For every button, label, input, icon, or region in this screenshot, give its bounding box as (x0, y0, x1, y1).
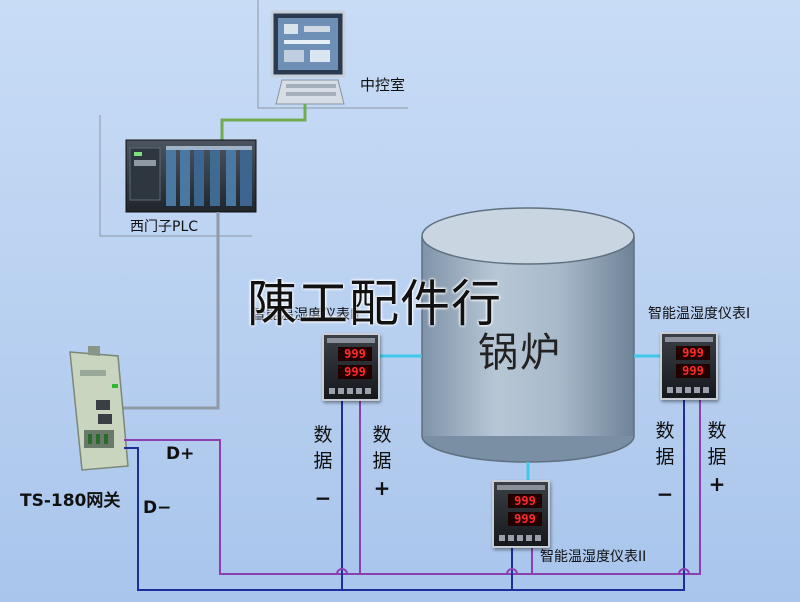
meter-bottom-display-2: 999 (508, 512, 542, 526)
data-minus-right-word: 数据 (655, 420, 675, 468)
gateway-module-icon (69, 346, 129, 471)
data-minus-right-sign: − (656, 482, 674, 506)
meter-right-display-1: 999 (676, 346, 710, 360)
meter-bottom-display-1: 999 (508, 494, 542, 508)
monitor-icon (270, 10, 346, 105)
data-minus-left-word: 数据 (313, 424, 333, 472)
meter-right-label: 智能温湿度仪表I (648, 306, 751, 322)
plc-gateway-link (112, 212, 220, 410)
crossing-arcs (336, 568, 690, 575)
meter-left-label: 智能温湿度仪表Ⅲ (252, 307, 360, 323)
meter-bottom-icon: 999 999 (492, 480, 550, 548)
meter-right-icon: 999 999 (660, 332, 718, 400)
d-plus-label: D+ (166, 444, 195, 464)
meter-right-display-2: 999 (676, 364, 710, 378)
boiler-label: 锅炉 (478, 330, 562, 376)
watermark-text: 陳工配件行 (247, 275, 502, 333)
data-plus-left-sign: + (373, 476, 391, 500)
data-plus-right-sign: + (708, 472, 726, 496)
data-plus-right-word: 数据 (707, 420, 727, 468)
control-room-label: 中控室 (360, 76, 406, 94)
d-minus-wire (124, 394, 685, 591)
plc-label: 西门子PLC (130, 219, 199, 235)
meter-left-icon: 999 999 (322, 333, 380, 401)
meter-left-display-1: 999 (338, 347, 372, 361)
data-minus-left-sign: − (314, 486, 332, 510)
d-plus-wire (124, 392, 701, 575)
meter-left-display-2: 999 (338, 365, 372, 379)
meter-bottom-label: 智能温湿度仪表II (540, 549, 647, 565)
control-link (220, 104, 307, 150)
frame-lines (99, 0, 408, 237)
plc-rack-icon (125, 139, 257, 213)
gateway-label: TS-180网关 (20, 491, 121, 511)
d-minus-label: D− (143, 498, 172, 518)
data-plus-left-word: 数据 (372, 424, 392, 472)
boiler-cylinder (421, 207, 635, 463)
